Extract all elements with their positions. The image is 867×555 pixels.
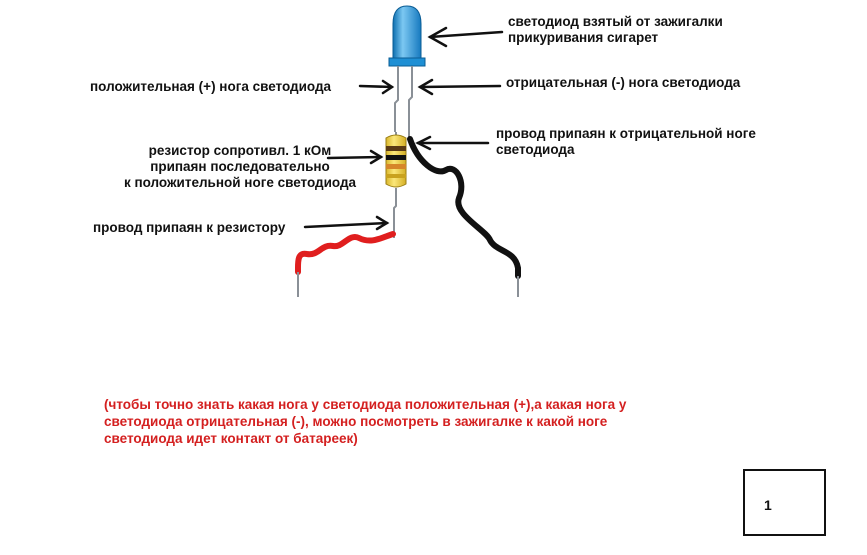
arrow-wire-resistor-icon — [303, 215, 390, 231]
annotation-arrows — [303, 26, 504, 231]
positive-led-leg — [394, 66, 399, 132]
page-number-box: 1 — [743, 469, 826, 536]
resistor-icon — [385, 132, 407, 238]
led-legs — [394, 66, 413, 140]
label-resistor: резистор сопротивл. 1 кОм припаян послед… — [123, 143, 357, 190]
page-number: 1 — [764, 497, 772, 513]
arrow-resistor-icon — [326, 149, 384, 165]
label-negative-leg: отрицательная (-) нога светодиода — [506, 75, 741, 90]
positive-wire — [294, 231, 396, 297]
label-led-source: светодиод взятый от зажигалки прикуриван… — [508, 14, 723, 45]
label-positive-leg: положительная (+) нога светодиода — [90, 79, 332, 94]
led-icon — [388, 5, 426, 67]
negative-wire — [407, 136, 521, 297]
arrow-positive-leg-icon — [358, 79, 395, 95]
arrow-led-icon — [427, 26, 504, 48]
polarity-note: (чтобы точно знать какая нога у светодио… — [104, 397, 627, 446]
arrow-negative-leg-icon — [417, 78, 502, 96]
label-wire-resistor: провод припаян к резистору — [93, 220, 286, 235]
label-wire-negative: провод припаян к отрицательной ноге свет… — [496, 126, 756, 157]
negative-led-leg — [408, 66, 413, 140]
arrow-wire-negative-icon — [415, 135, 490, 151]
